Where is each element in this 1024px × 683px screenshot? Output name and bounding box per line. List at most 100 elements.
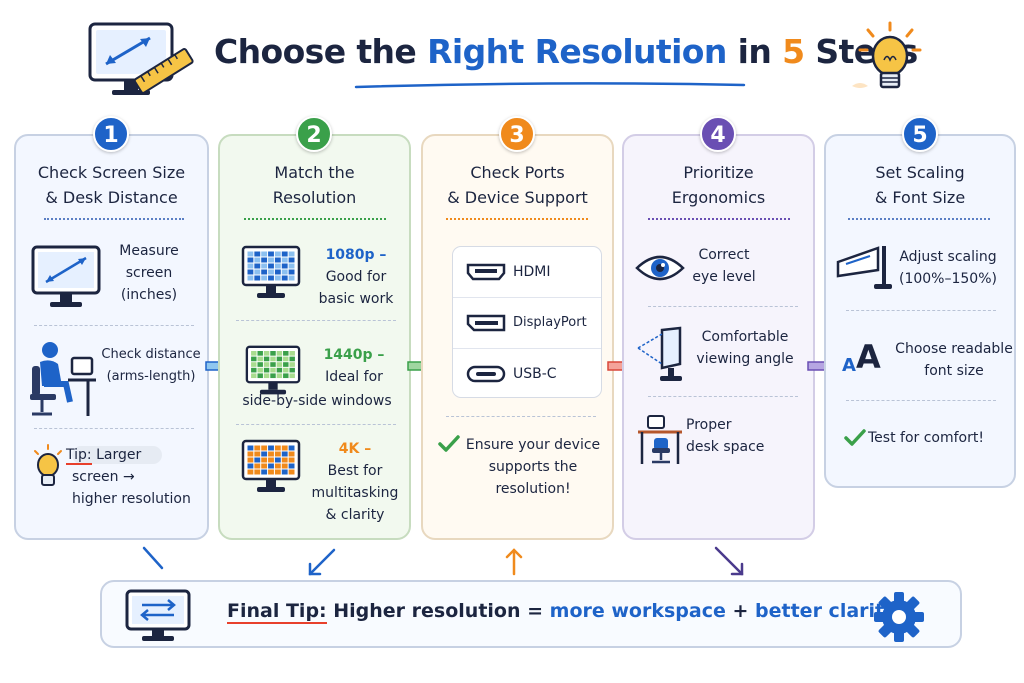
- title-number: 5: [782, 32, 805, 71]
- divider: [846, 400, 996, 401]
- final-tip-highlight: more workspace: [549, 600, 726, 622]
- font-small-letter: A: [842, 355, 856, 376]
- arrow-icon: [714, 546, 744, 576]
- angle-monitor-icon: [637, 326, 682, 381]
- final-tip-highlight: better clarity!: [755, 600, 906, 622]
- final-tip-part: Higher resolution =: [326, 600, 550, 622]
- text-line: Choose readable: [895, 341, 1013, 357]
- title-text-1: Choose the: [214, 32, 428, 71]
- gear-icon: [874, 592, 924, 642]
- final-tip-label: Final Tip:: [227, 600, 327, 624]
- step-title-4-line1: Prioritize: [683, 163, 754, 182]
- step-title-1-line2: & Desk Distance: [45, 188, 178, 207]
- tip-highlight: [72, 446, 162, 464]
- divider: [44, 218, 184, 220]
- port-label: DisplayPort: [513, 315, 587, 330]
- step-title-4: Prioritize Ergonomics: [622, 160, 815, 210]
- port-hdmi: HDMI: [453, 247, 601, 297]
- resolution-1440p: 1440p – Ideal for: [312, 344, 396, 388]
- text-line: supports the: [488, 459, 578, 475]
- resolution-1080p: 1080p – Good for basic work: [306, 244, 406, 310]
- title-highlight: Right Resolution: [427, 32, 727, 71]
- step-title-3-line2: & Device Support: [447, 188, 588, 207]
- text-line: Ensure your device: [465, 437, 601, 453]
- text-line: Adjust scaling: [899, 249, 997, 265]
- text-line: Larger: [96, 447, 142, 463]
- text-line: Good for: [325, 269, 387, 285]
- check-icon: [844, 429, 866, 446]
- divider: [453, 348, 601, 349]
- step-title-2-line2: Resolution: [272, 188, 357, 207]
- step-number-2: 2: [296, 116, 332, 152]
- resolution-label: 4K –: [338, 441, 372, 457]
- eye-icon: [635, 255, 685, 281]
- title-text-2: in: [726, 32, 783, 71]
- step-number-1: 1: [93, 116, 129, 152]
- text-line: side-by-side windows: [242, 393, 392, 409]
- text-line: resolution!: [495, 481, 571, 497]
- text-line: Measure: [119, 243, 179, 259]
- arrow-icon: [308, 548, 336, 576]
- step-title-2-line1: Match the: [274, 163, 355, 182]
- eye-level-text: Correct eye level: [684, 244, 764, 288]
- viewing-angle-text: Comfortable viewing angle: [686, 326, 804, 370]
- font-large-letter: A: [855, 338, 881, 376]
- text-line: (100%–150%): [899, 271, 997, 287]
- title-underline: [354, 82, 746, 89]
- divider: [34, 428, 194, 429]
- readable-font-text: Choose readable font size: [892, 338, 1016, 382]
- step-number-5: 5: [902, 116, 938, 152]
- final-tip-text: Final Tip: Higher resolution = more work…: [227, 600, 906, 624]
- check-distance-text: Check distance (arms-length): [96, 344, 206, 388]
- text-line: multitasking: [311, 485, 399, 501]
- port-displayport: DisplayPort: [453, 298, 601, 348]
- divider: [648, 396, 798, 397]
- resolution-label: 1080p –: [325, 247, 387, 263]
- text-line: Comfortable: [701, 329, 789, 345]
- step-title-5: Set Scaling & Font Size: [824, 160, 1016, 210]
- tip-text: Tip: Larger screen → higher resolution: [66, 444, 206, 510]
- resolution-label: 1440p –: [323, 347, 385, 363]
- step-title-5-line2: & Font Size: [874, 188, 966, 207]
- divider: [244, 218, 386, 220]
- step-title-1: Check Screen Size & Desk Distance: [14, 160, 209, 210]
- monitor-arrows-icon: [125, 589, 191, 641]
- divider: [648, 218, 790, 220]
- port-label: USB-C: [513, 366, 557, 382]
- divider: [236, 320, 396, 321]
- adjust-scaling-text: Adjust scaling (100%–150%): [886, 246, 1010, 290]
- resolution-4k: 4K – Best for multitasking & clarity: [300, 438, 410, 526]
- text-line: desk space: [686, 439, 765, 455]
- step-title-3: Check Ports & Device Support: [421, 160, 614, 210]
- lightbulb-icon: [852, 21, 922, 89]
- test-comfort-text: Test for comfort!: [868, 430, 984, 446]
- text-line: screen →: [72, 469, 135, 485]
- step-title-2: Match the Resolution: [218, 160, 411, 210]
- arrow-icon: [505, 548, 523, 576]
- scaling-monitor-icon: [836, 246, 892, 289]
- desk-user-icon: [30, 342, 96, 416]
- text-line: screen: [125, 265, 173, 281]
- final-tip-bar: [100, 580, 962, 648]
- step-title-1-line1: Check Screen Size: [37, 163, 186, 182]
- text-line: (inches): [120, 287, 178, 303]
- monitor-ruler-icon: [88, 22, 194, 95]
- divider: [848, 218, 990, 220]
- desk-chair-icon: [638, 415, 682, 464]
- text-line: viewing angle: [696, 351, 794, 367]
- text-line: font size: [924, 363, 984, 379]
- port-usbc: USB-C: [453, 349, 601, 399]
- grid-monitor-icon: [245, 345, 301, 395]
- divider: [846, 310, 996, 311]
- page-title: Choose the Right Resolution in 5 Steps: [214, 32, 918, 82]
- port-label: HDMI: [513, 264, 551, 280]
- device-support-note: Ensure your device supports the resoluti…: [458, 434, 608, 500]
- displayport-port-icon: [466, 314, 506, 332]
- text-line: Proper: [686, 417, 732, 433]
- divider: [446, 416, 596, 417]
- divider: [34, 325, 194, 326]
- divider: [236, 424, 396, 425]
- check-icon: [438, 435, 460, 452]
- final-tip-part: +: [725, 600, 756, 622]
- text-line: higher resolution: [72, 491, 191, 507]
